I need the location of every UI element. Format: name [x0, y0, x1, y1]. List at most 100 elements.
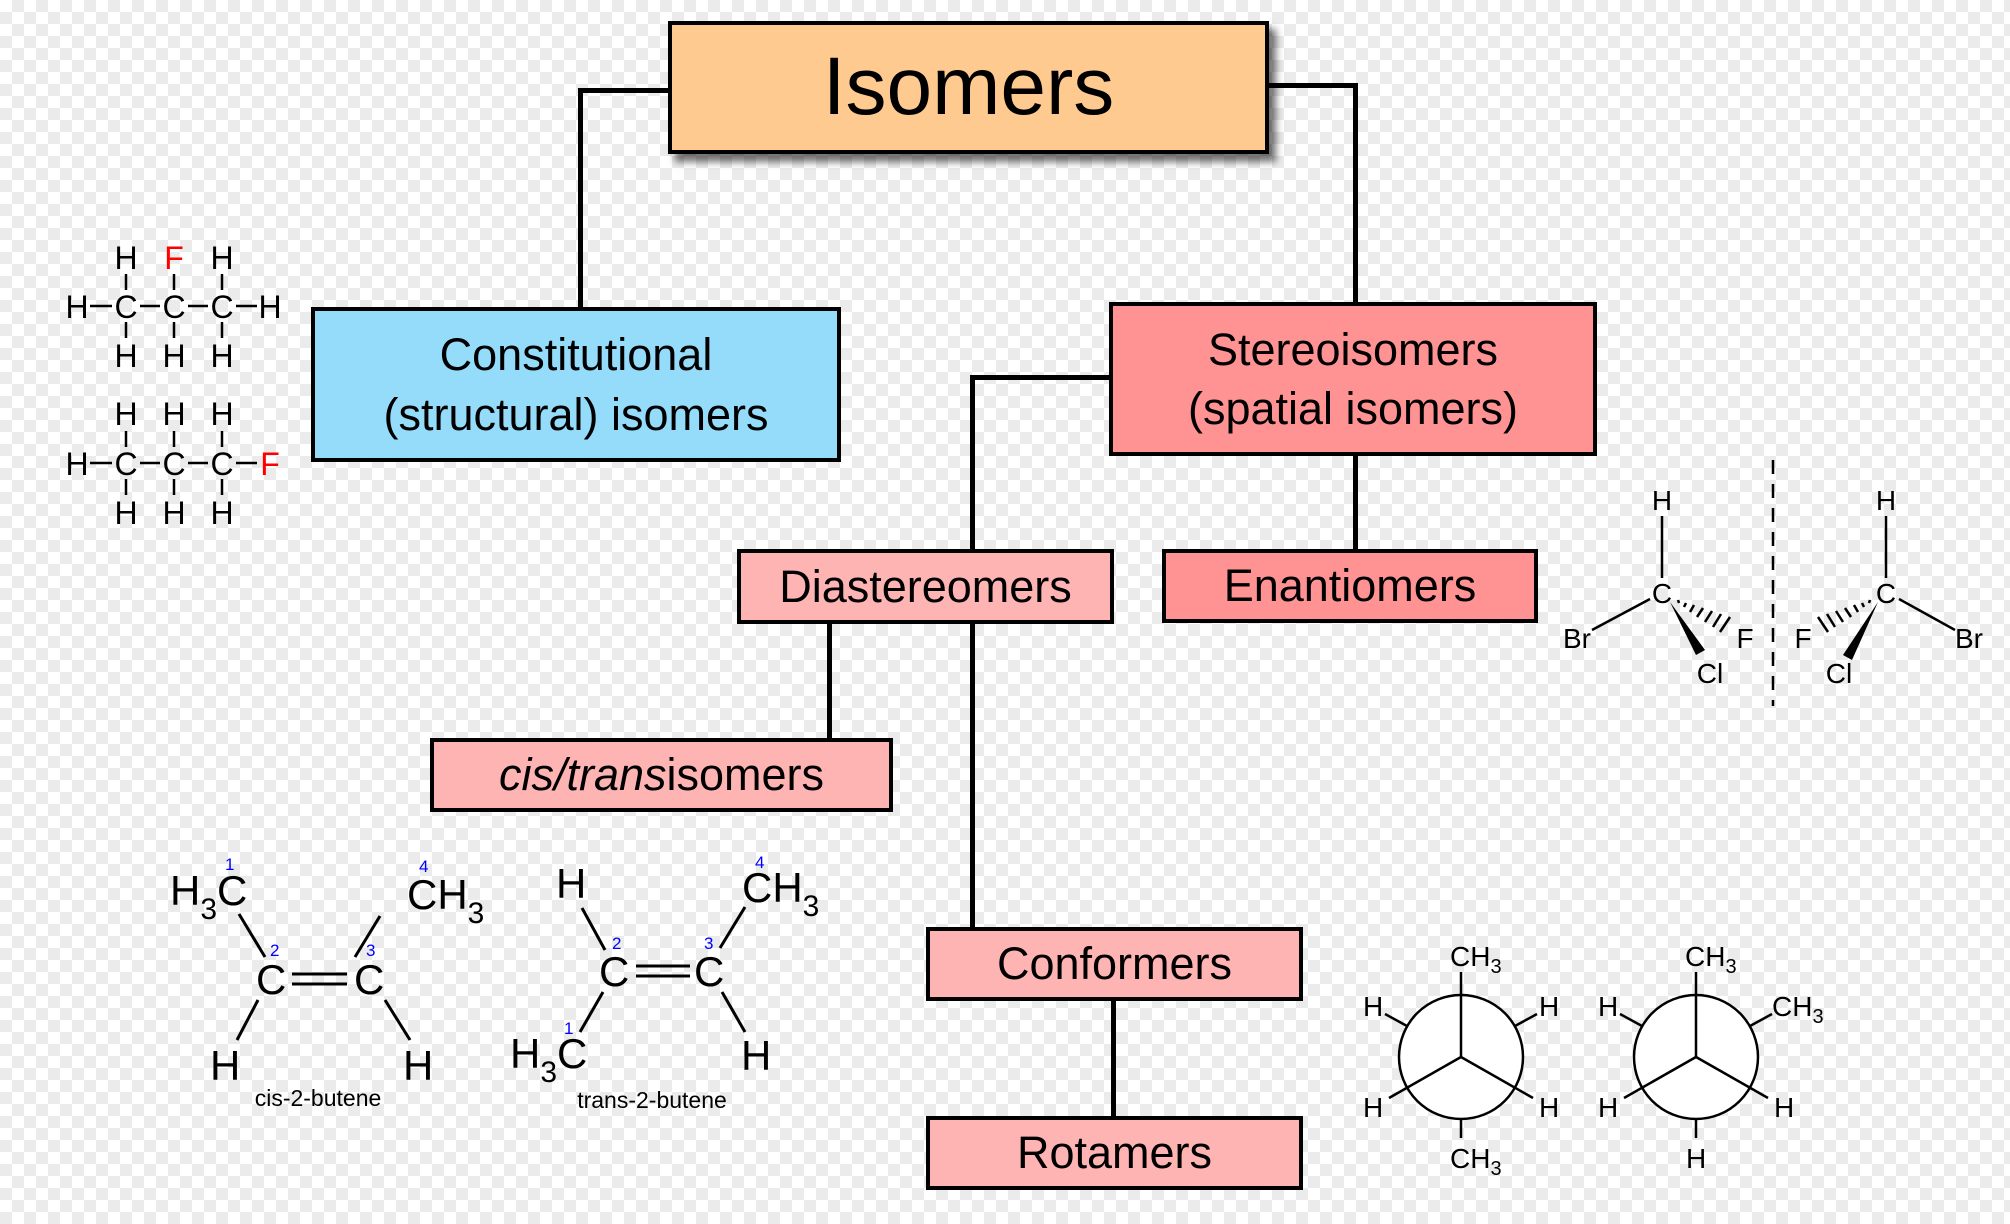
structure-cis-2-butene: H3C CH3 C C H H 1 2 3 4 cis-2-butene: [170, 855, 484, 1111]
edge-conformers-rotamers: [1111, 999, 1116, 1118]
group-upper-right: H: [1539, 991, 1559, 1022]
bonds: [1384, 972, 1538, 1138]
node-stereoisomers: Stereoisomers (spatial isomers): [1109, 302, 1597, 456]
atom-c: C: [1652, 578, 1672, 609]
number-2: 2: [270, 941, 279, 960]
node-label: Conformers: [996, 938, 1233, 990]
atom-c: C: [114, 289, 137, 325]
number-3: 3: [366, 941, 375, 960]
edge-isomers-stereo-h: [1268, 83, 1358, 88]
atom-h: H: [114, 495, 137, 531]
atom-c: C: [162, 446, 185, 482]
node-label-line1: Stereoisomers: [1207, 323, 1499, 375]
node-label-line2: (structural) isomers: [383, 388, 769, 440]
edge-diastereo-conformers: [970, 622, 975, 929]
group-bottom: H: [1686, 1143, 1706, 1174]
atom-h: H: [65, 446, 88, 482]
atom-c: C: [114, 446, 137, 482]
group-top: CH3: [1685, 941, 1737, 978]
group-lower-left: H: [1598, 1092, 1618, 1123]
atom-h: H: [114, 396, 137, 432]
carbon-numbers: 1 2 3 4: [564, 853, 764, 1038]
atom-c2: C: [256, 956, 286, 1003]
atom-h: H: [556, 860, 586, 907]
atom-h: H: [210, 1042, 240, 1089]
node-label-italic: cis/trans: [498, 749, 667, 801]
atom-h3c: H3C: [510, 1030, 587, 1089]
node-label: Diastereomers: [779, 560, 1072, 612]
hash-bond: [1816, 599, 1872, 633]
atom-h: H: [403, 1042, 433, 1089]
edge-isomers-constitutional-v: [578, 88, 583, 309]
atom-c: C: [210, 289, 233, 325]
carbon-numbers: 1 2 3 4: [225, 855, 428, 960]
atom-f: F: [1736, 623, 1753, 654]
atom-cl: Cl: [1826, 658, 1852, 689]
atom-cl: Cl: [1697, 658, 1723, 689]
group-top: CH3: [1450, 941, 1502, 978]
atom-c: C: [1876, 578, 1896, 609]
node-label-line2: (spatial isomers): [1187, 383, 1519, 434]
group-lower-right: H: [1539, 1092, 1559, 1123]
atom-h: H: [1876, 485, 1896, 516]
atom-f: F: [164, 240, 184, 276]
structure-enantiomer-left: H C Br F Cl: [1563, 485, 1754, 689]
node-label: cis/transisomers: [499, 745, 824, 804]
number-3: 3: [704, 934, 713, 953]
bonds: [1591, 516, 1664, 632]
number-4: 4: [755, 853, 764, 872]
bonds: [1884, 516, 1956, 632]
atom-h: H: [210, 338, 233, 374]
node-conformers: Conformers: [926, 927, 1303, 1001]
edge-stereo-diastereo-h: [970, 375, 1111, 380]
atom-h: H: [114, 240, 137, 276]
edge-diastereo-cistrans: [827, 622, 832, 740]
atom-h: H: [1652, 485, 1672, 516]
group-upper-left: H: [1598, 991, 1618, 1022]
atom-h: H: [210, 495, 233, 531]
atom-h3c: H3C: [170, 867, 247, 926]
node-isomers-label: Isomers: [822, 41, 1115, 133]
caption-cis-2-butene: cis-2-butene: [255, 1085, 382, 1111]
newman-projection-anti: CH3 H H H H CH3: [1363, 941, 1559, 1180]
atom-br: Br: [1563, 623, 1591, 654]
group-lower-left: H: [1363, 1092, 1383, 1123]
atom-h: H: [162, 338, 185, 374]
wedge-bond: [1670, 602, 1705, 655]
atom-br: Br: [1955, 623, 1983, 654]
node-isomers: Isomers: [668, 21, 1269, 154]
atom-ch3: CH3: [407, 871, 484, 930]
atom-ch3: CH3: [742, 864, 819, 923]
atom-h: H: [65, 289, 88, 325]
bonds-1-fluoropropane: [90, 431, 257, 495]
structure-trans-2-butene: H CH3 C C H3C H 1 2 3 4 trans-2-butene: [510, 853, 819, 1113]
atom-f: F: [1794, 623, 1811, 654]
edge-stereo-diastereo-v: [970, 375, 975, 551]
number-4: 4: [419, 857, 428, 876]
bonds: [1619, 972, 1773, 1138]
atom-c3: C: [354, 956, 384, 1003]
node-label: Enantiomers: [1223, 560, 1477, 612]
bonds-2-fluoropropane: [90, 274, 257, 338]
node-constitutional-isomers: Constitutional (structural) isomers: [311, 307, 841, 462]
structure-1-fluoropropane: H H H H C C C F H H H: [65, 396, 279, 531]
group-upper-right: CH3: [1772, 991, 1824, 1028]
atom-c3: C: [694, 948, 724, 995]
atom-h: H: [162, 396, 185, 432]
node-label-suffix: isomers: [666, 749, 825, 801]
number-2: 2: [612, 934, 621, 953]
bonds: [235, 913, 412, 1041]
edge-isomers-stereo-v: [1353, 83, 1358, 304]
node-diastereomers: Diastereomers: [737, 549, 1114, 624]
edge-stereo-enantio: [1353, 454, 1358, 551]
number-1: 1: [225, 855, 234, 874]
caption-trans-2-butene: trans-2-butene: [577, 1087, 727, 1113]
node-label-line1: Constitutional: [439, 329, 713, 381]
hash-bond: [1676, 599, 1732, 633]
edge-isomers-constitutional-h: [578, 88, 670, 93]
atom-h: H: [210, 240, 233, 276]
structure-2-fluoropropane: H F H H C C C H H H H: [65, 240, 281, 374]
atom-h: H: [114, 338, 137, 374]
structure-enantiomer-right: H C F Cl Br: [1794, 485, 1983, 689]
